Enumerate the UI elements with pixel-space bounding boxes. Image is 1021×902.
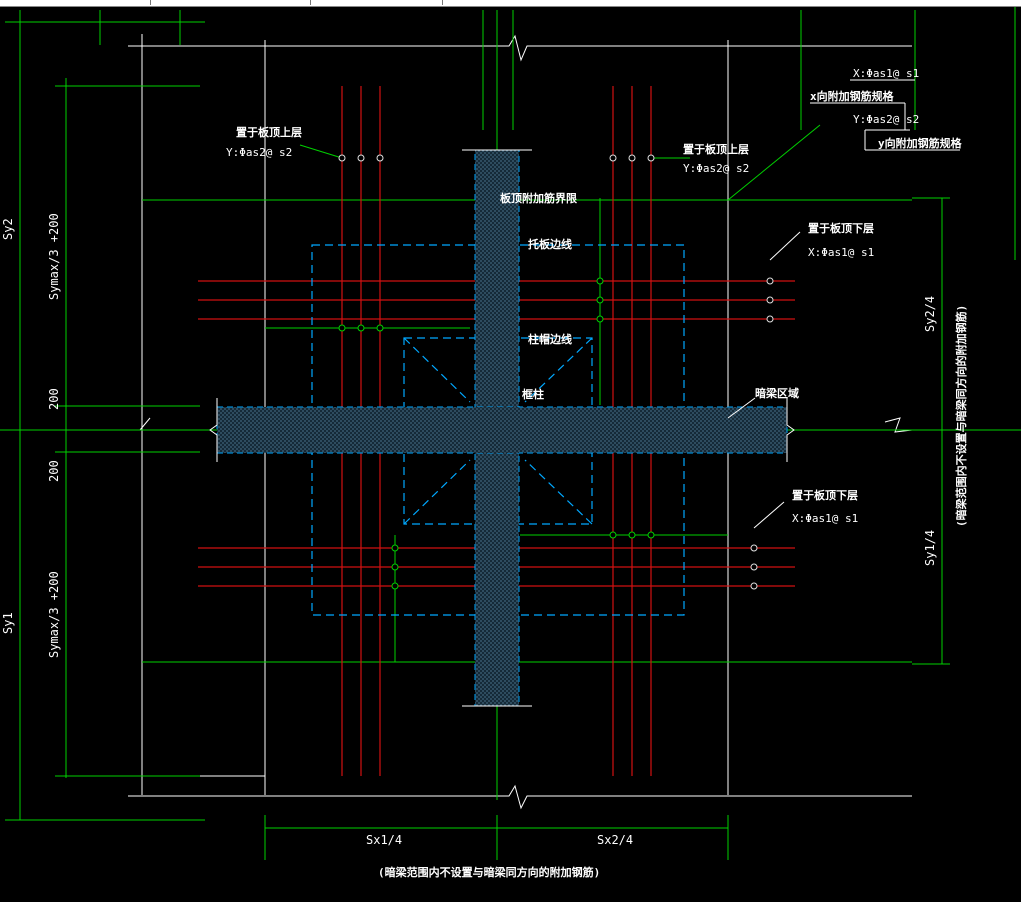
toolbar-field[interactable] — [312, 0, 443, 5]
hidden-beams — [216, 149, 788, 707]
dim-sy2: Sy2 — [1, 218, 15, 240]
label-slab-boundary: 板顶附加筋界限 — [500, 191, 577, 205]
dim-sy2-4: Sy2/4 — [923, 296, 937, 332]
label-right-vertical-note: (暗梁范围内不设置与暗梁同方向的附加钢筋) — [954, 305, 968, 527]
label-top-mid-1: 置于板顶上层 — [683, 142, 749, 156]
label-upper-right-2: X:Φas1@ s1 — [808, 246, 874, 259]
beam-ends — [209, 149, 795, 707]
label-top-mid-2: Y:Φas2@ s2 — [683, 162, 749, 175]
label-bottom-note: (暗梁范围内不设置与暗梁同方向的附加钢筋) — [378, 865, 600, 879]
dim-sx2-4: Sx2/4 — [597, 833, 633, 847]
toolbar-field[interactable] — [0, 0, 151, 5]
annotation-labels: 置于板顶上层 Y:Φas2@ s2 置于板顶上层 Y:Φas2@ s2 X:Φa… — [226, 67, 968, 879]
label-hidden-beam-zone: 暗梁区域 — [755, 386, 799, 400]
label-column-cap-edge: 柱帽边线 — [528, 332, 572, 346]
label-column: 框柱 — [522, 387, 544, 401]
label-upper-right-1: 置于板顶下层 — [808, 221, 874, 235]
label-lower-right-2: X:Φas1@ s1 — [792, 512, 858, 525]
label-top-right-x-desc: x向附加钢筋规格 — [810, 89, 895, 103]
label-drop-panel-edge: 托板边线 — [528, 237, 572, 251]
toolbar-field[interactable] — [152, 0, 311, 5]
dim-sy1: Sy1 — [1, 612, 15, 634]
dim-symax-top: Symax/3 +200 — [47, 213, 61, 300]
label-top-left-1: 置于板顶上层 — [236, 125, 302, 139]
dim-sy1-4: Sy1/4 — [923, 530, 937, 566]
green-dots — [338, 277, 655, 590]
label-top-right-y-desc: y向附加钢筋规格 — [878, 136, 963, 150]
label-top-left-2: Y:Φas2@ s2 — [226, 146, 292, 159]
dim-200-top: 200 — [47, 388, 61, 410]
dim-symax-bottom: Symax/3 +200 — [47, 571, 61, 658]
label-top-right-y: Y:Φas2@ s2 — [853, 113, 919, 126]
leader-lines — [727, 79, 960, 529]
top-toolbar-strip — [0, 0, 1021, 7]
dim-sx1-4: Sx1/4 — [366, 833, 402, 847]
rebar-dots — [338, 154, 774, 590]
dim-200-bottom: 200 — [47, 460, 61, 482]
label-top-right-x: X:Φas1@ s1 — [853, 67, 919, 80]
dimension-labels: Sy2 Symax/3 +200 200 200 Symax/3 +200 Sy… — [1, 213, 937, 847]
label-lower-right-1: 置于板顶下层 — [792, 488, 858, 502]
